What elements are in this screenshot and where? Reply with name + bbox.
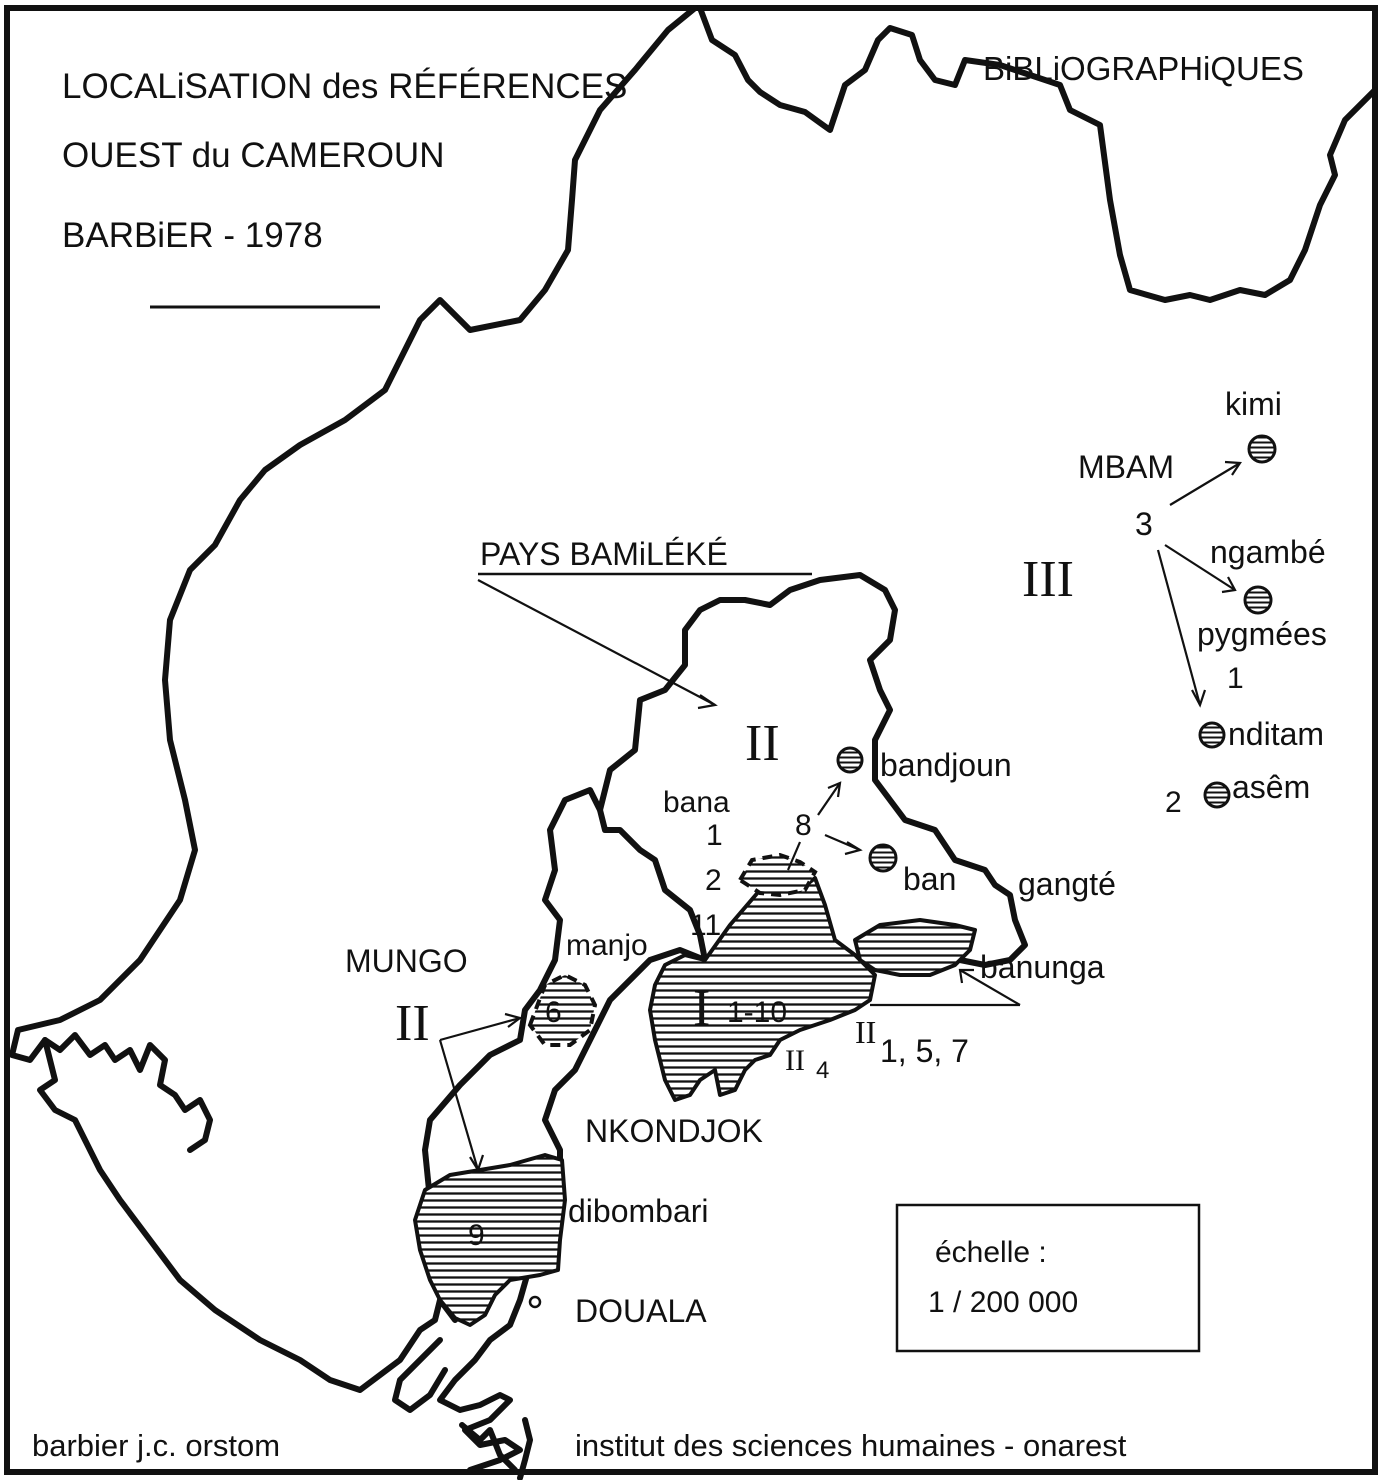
arrow-mungo-manjo-head: [504, 1012, 523, 1028]
arrow-banunga: [959, 969, 1021, 1006]
place-gangte: gangté: [1018, 866, 1116, 902]
ref-bana-2: 2: [705, 864, 722, 897]
arrow-kimi-head: [1224, 460, 1242, 476]
northern-boundary: [697, 5, 1378, 303]
scale-value: 1 / 200 000: [928, 1286, 1078, 1319]
arrow-mungo-dibombari-head: [469, 1154, 485, 1173]
place-pygmees: pygmées: [1197, 616, 1327, 652]
ref-ii-4-sub: 4: [816, 1057, 829, 1084]
area-manjo: [527, 972, 598, 1047]
arrow-bamileke: [477, 579, 716, 706]
title-line3: BARBiER - 1978: [62, 216, 323, 255]
place-banunga: banunga: [980, 949, 1105, 985]
place-dibombari: dibombari: [568, 1193, 709, 1229]
label-douala: DOUALA: [575, 1293, 707, 1329]
place-bana: bana: [663, 786, 730, 819]
arrow-mungo-dibombari: [438, 1039, 480, 1171]
label-pays-bamileke: PAYS BAMiLÉKÉ: [480, 536, 728, 572]
mungo-corridor: [422, 787, 708, 1238]
arrow-ban-head: [844, 841, 863, 856]
mungo-corridor-east: [542, 947, 708, 1228]
douala-estuary-arm: [392, 1337, 448, 1413]
area-bana: [737, 852, 818, 898]
marker-ngambe: [1243, 585, 1273, 615]
arrow-kimi: [1169, 462, 1241, 506]
roman-iii: III: [1022, 551, 1074, 608]
arrow-nditam-head: [1191, 689, 1207, 708]
ref-asem-2: 2: [1165, 786, 1182, 819]
roman-ii-mungo: II: [395, 995, 430, 1052]
place-nditam: nditam: [1228, 716, 1324, 752]
ref-bana-1: 1: [706, 819, 723, 852]
ref-pygmees-1: 1: [1227, 662, 1244, 695]
title-line2: OUEST du CAMEROUN: [62, 136, 445, 175]
place-bandjoun: bandjoun: [880, 747, 1012, 783]
title-line1-right: BiBLiOGRAPHiQUES: [983, 50, 1304, 87]
place-asem: asêm: [1232, 769, 1310, 805]
area-dibombari: [413, 1153, 567, 1327]
arrow-bandjoun-head: [827, 781, 842, 798]
ref-mungo-6: 6: [545, 996, 562, 1029]
marker-nditam: [1198, 721, 1226, 749]
arrow-nditam: [1156, 549, 1202, 706]
area-banunga: [853, 918, 977, 977]
bamileke-boundary: [597, 572, 1028, 968]
area-bamileke-main: [648, 876, 877, 1102]
ref-bana-11: 11: [690, 909, 721, 942]
footer-left: barbier j.c. orstom: [32, 1428, 280, 1463]
roman-ii-center: II: [745, 715, 780, 772]
scale-label: échelle :: [935, 1236, 1047, 1269]
place-ngambe: ngambé: [1210, 534, 1326, 570]
place-manjo: manjo: [566, 929, 648, 962]
coastal-inlets: [42, 1032, 213, 1153]
marker-kimi: [1247, 434, 1277, 464]
ref-mbam-3: 3: [1135, 506, 1153, 542]
roman-ii-four: II: [785, 1044, 805, 1077]
pointer-arrows: [438, 460, 1242, 1173]
place-ban: ban: [903, 861, 956, 897]
label-nkondjok: NKONDJOK: [585, 1113, 763, 1149]
arrow-bamileke-head: [697, 694, 718, 710]
arrow-mungo-manjo: [439, 1016, 521, 1042]
ref-dibombari-9: 9: [468, 1219, 485, 1252]
arrow-banunga-head: [958, 968, 974, 984]
footer-right: institut des sciences humaines - onarest: [575, 1428, 1127, 1463]
ref-banunga-1-5-7: 1, 5, 7: [880, 1033, 969, 1069]
marker-asem: [1203, 781, 1231, 809]
arrow-bandjoun: [817, 782, 841, 816]
ref-bana-8: 8: [795, 809, 812, 842]
arrow-ngambe: [1164, 544, 1236, 591]
marker-ban: [868, 843, 898, 873]
estuary-channel: [517, 1417, 533, 1480]
west-province-boundary: [9, 5, 698, 1393]
title-line1-left: LOCALiSATION des RÉFÉRENCES: [62, 67, 627, 106]
label-mungo: MUNGO: [345, 943, 468, 979]
scale-box: [895, 1203, 1201, 1353]
arrow-bana: [786, 841, 802, 871]
label-mbam: MBAM: [1078, 449, 1174, 485]
arrow-ngambe-head: [1221, 576, 1237, 594]
roman-i-main: I: [693, 980, 710, 1037]
roman-ii-banunga: II: [855, 1014, 876, 1050]
ref-main-1-10: 1-10: [727, 996, 787, 1029]
footer-estuary-mark: [459, 1422, 518, 1473]
marker-douala: [528, 1295, 542, 1309]
place-kimi: kimi: [1225, 386, 1282, 422]
marker-bandjoun: [836, 746, 864, 774]
